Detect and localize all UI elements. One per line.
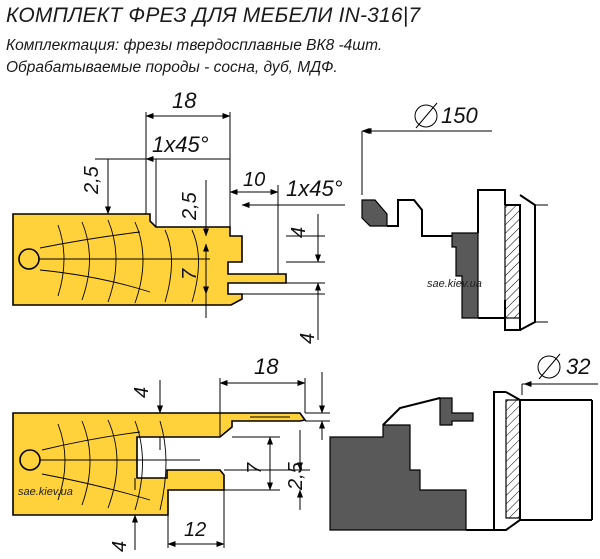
bottom-dim-4-top: 4	[131, 387, 153, 398]
spec-equipment: Комплектация: фрезы твердосплавные ВК8 -…	[6, 37, 383, 54]
top-diameter-icon	[414, 104, 438, 128]
bottom-diameter-icon	[537, 355, 561, 379]
bottom-dim-18: 18	[254, 354, 279, 379]
top-dim-4-top: 4	[288, 227, 310, 238]
bottom-dim-7: 7	[244, 462, 266, 474]
bottom-cutter	[329, 353, 598, 531]
bottom-dimensions	[132, 372, 330, 550]
bottom-dim-12: 12	[184, 519, 206, 541]
top-dim-2-5-left: 2,5	[81, 165, 103, 195]
top-dim-4-bot: 4	[297, 333, 319, 344]
bottom-workpiece-body	[12, 412, 307, 516]
top-cutter	[361, 102, 548, 331]
bottom-dim-4-bot: 4	[109, 541, 131, 552]
bottom-cutter-profile	[329, 424, 467, 531]
top-dim-10: 10	[243, 169, 265, 191]
top-dim-2-5-mid: 2,5	[179, 191, 201, 221]
spec-materials: Обрабатываемые породы - сосна, дуб, МДФ.	[6, 59, 338, 76]
bottom-watermark: sae.kiev.ua	[18, 486, 73, 498]
top-workpiece-body	[12, 213, 287, 306]
top-dim-7: 7	[179, 268, 201, 280]
top-cutter-profile	[361, 199, 388, 227]
top-dim-diameter: 150	[441, 103, 478, 128]
top-dimensions	[95, 112, 345, 340]
bottom-workpiece	[12, 412, 307, 516]
bottom-dim-diameter: 32	[566, 354, 590, 379]
top-workpiece	[12, 213, 287, 306]
bottom-dim-2-5: 2,5	[285, 461, 307, 491]
top-dim-chamfer-2: 1x45°	[286, 176, 343, 201]
top-dim-chamfer-1: 1x45°	[152, 132, 209, 157]
top-watermark: sae.kiev.ua	[427, 278, 482, 290]
page-title: КОМПЛЕКТ ФРЕЗ ДЛЯ МЕБЕЛИ IN-316|7	[6, 4, 421, 27]
top-dim-18: 18	[172, 88, 197, 113]
